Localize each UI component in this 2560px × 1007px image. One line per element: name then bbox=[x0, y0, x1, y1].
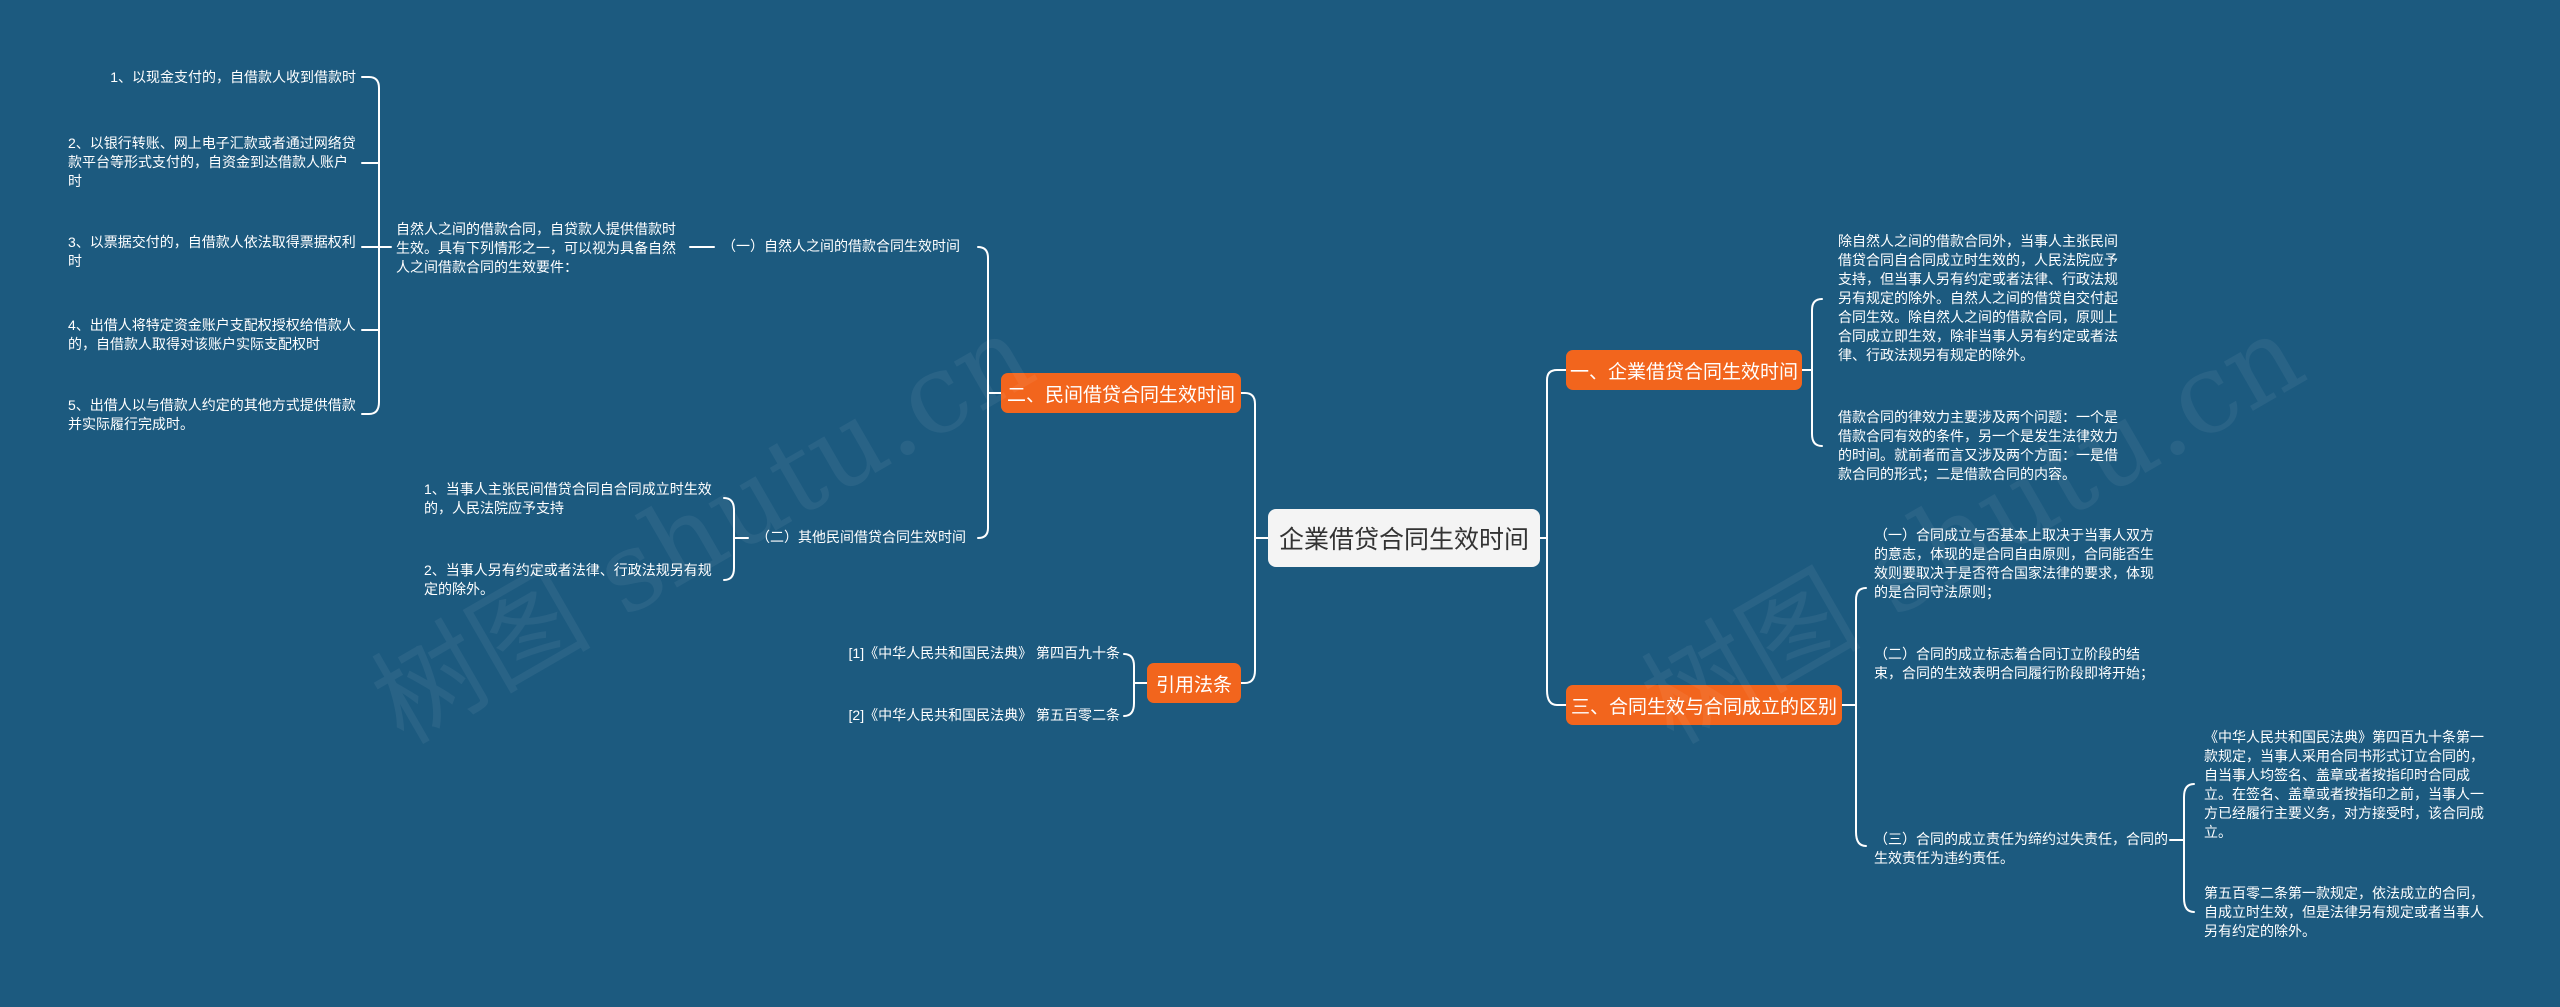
branch-2-sub-1-item-3: 3、以票据交付的，自借款人依法取得票据权利时 bbox=[68, 234, 356, 269]
cite-item-2: [2]《中华人民共和国民法典》 第五百零二条 bbox=[848, 707, 1120, 723]
branch-3-topic[interactable]: 三、合同生效与合同成立的区别 bbox=[1566, 685, 1842, 725]
cite-label: 引用法条 bbox=[1155, 674, 1232, 696]
link-branch1-notes bbox=[1801, 298, 1823, 447]
branch-3-item-2: （二）合同的成立标志着合同订立阶段的结束，合同的生效表明合同履行阶段即将开始； bbox=[1874, 646, 2154, 681]
branch-2-sub-1-item-1: 1、以现金支付的，自借款人收到借款时 bbox=[110, 69, 356, 85]
branch-2-topic[interactable]: 二、民间借贷合同生效时间 bbox=[1001, 373, 1241, 413]
branch-1-note-2: 借款合同的律效力主要涉及两个问题：一个是借款合同有效的条件，另一个是发生法律效力… bbox=[1838, 409, 2118, 482]
branch-2-sub-2: （二）其他民间借贷合同生效时间 bbox=[756, 529, 966, 545]
link-branch2-subs bbox=[977, 246, 1002, 539]
branch-3-item-1: （一）合同成立与否基本上取决于当事人双方的意志，体现的是合同自由原则，合同能否生… bbox=[1874, 527, 2154, 600]
link-item3-subnotes bbox=[2169, 783, 2195, 913]
cite-topic[interactable]: 引用法条 bbox=[1147, 663, 1241, 703]
link-right-spine bbox=[1546, 369, 1567, 706]
branch-1-note-1: 除自然人之间的借款合同外，当事人主张民间借贷合同自合同成立时生效的，人民法院应予… bbox=[1838, 233, 2118, 363]
link-left-spine bbox=[1239, 392, 1256, 684]
branch-3-subnote-1: 《中华人民共和国民法典》第四百九十条第一款规定，当事人采用合同书形式订立合同的，… bbox=[2204, 729, 2484, 840]
branch-2-sub-1-item-4: 4、出借人将特定资金账户支配权授权给借款人的，自借款人取得对该账户实际支配权时 bbox=[68, 317, 356, 352]
link-sub2-items bbox=[723, 497, 749, 581]
link-desc-items bbox=[361, 76, 392, 415]
branch-2-sub-2-item-1: 1、当事人主张民间借贷合同自合同成立时生效的，人民法院应予支持 bbox=[424, 481, 712, 516]
root-topic-label: 企業借贷合同生效时间 bbox=[1278, 526, 1529, 554]
branch-2-sub-1-desc: 自然人之间的借款合同，自贷款人提供借款时生效。具有下列情形之一，可以视为具备自然… bbox=[396, 221, 676, 275]
cite-item-1: [1]《中华人民共和国民法典》 第四百九十条 bbox=[848, 645, 1120, 661]
branch-3-item-3: （三）合同的成立责任为缔约过失责任，合同的生效责任为违约责任。 bbox=[1874, 831, 2168, 866]
branch-2-sub-1: （一）自然人之间的借款合同生效时间 bbox=[722, 238, 960, 254]
branch-3-subnote-2: 第五百零二条第一款规定，依法成立的合同，自成立时生效，但是法律另有规定或者当事人… bbox=[2204, 885, 2484, 939]
branch-3-label: 三、合同生效与合同成立的区别 bbox=[1570, 696, 1837, 718]
branch-2-sub-1-item-2: 2、以银行转账、网上电子汇款或者通过网络贷款平台等形式支付的，自资金到达借款人账… bbox=[68, 135, 356, 189]
link-cite-items bbox=[1123, 653, 1148, 717]
branch-1-label: 一、企業借贷合同生效时间 bbox=[1569, 361, 1798, 383]
branch-2-sub-1-item-5: 5、出借人以与借款人约定的其他方式提供借款并实际履行完成时。 bbox=[68, 397, 356, 432]
root-topic[interactable]: 企業借贷合同生效时间 bbox=[1268, 509, 1540, 567]
branch-2-label: 二、民间借贷合同生效时间 bbox=[1006, 384, 1235, 406]
branch-1-topic[interactable]: 一、企業借贷合同生效时间 bbox=[1566, 350, 1802, 390]
branch-2-sub-2-item-2: 2、当事人另有约定或者法律、行政法规另有规定的除外。 bbox=[424, 562, 712, 597]
